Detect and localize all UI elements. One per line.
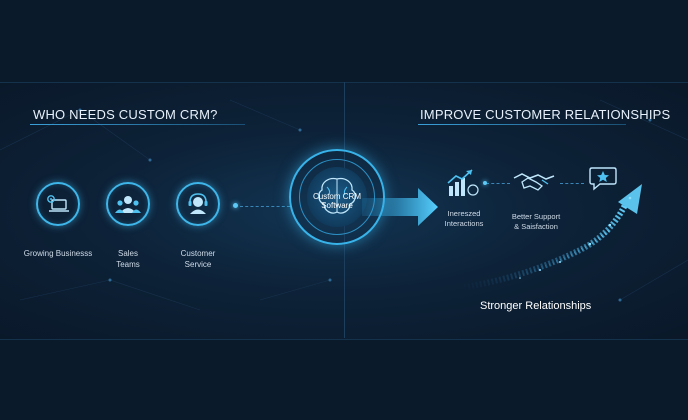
- connector-line: [240, 206, 290, 207]
- outcome-label: Stronger Relationships: [480, 300, 592, 312]
- left-heading: WHO NEEDS CUSTOM CRM?: [33, 107, 218, 122]
- team-icon: [115, 196, 141, 213]
- benefit-connector-1: [486, 183, 510, 184]
- customer-service-node: [176, 182, 220, 226]
- benefit-connector-2: [560, 183, 584, 184]
- hub-outer-ring: [289, 149, 385, 245]
- chat-star-icon: [589, 167, 617, 191]
- growth-arrow: [459, 184, 642, 291]
- growing-business-label: Growing Businesss: [23, 249, 93, 258]
- brain-icon: [318, 177, 356, 214]
- bar-chart-icon: [447, 169, 479, 196]
- headset-icon: [188, 193, 208, 214]
- flow-arrow: [362, 188, 438, 226]
- growing-business-node: [36, 182, 80, 226]
- sales-teams-node: [106, 182, 150, 226]
- sales-teams-label: Sales Teams: [116, 249, 140, 269]
- handshake-icon: [513, 173, 555, 191]
- right-heading-rule: [418, 124, 626, 125]
- benefit-dot-1: [483, 181, 487, 185]
- increased-interactions-label: Inereszed Interactions: [444, 209, 484, 228]
- better-support-label: Better Support & Saisfaction: [511, 212, 561, 231]
- hub-middle-ring: [299, 159, 375, 235]
- customer-service-label: Customer Service: [180, 249, 216, 269]
- bottom-band: [0, 338, 688, 420]
- connector-dot: [233, 203, 238, 208]
- top-band: [0, 0, 688, 82]
- left-heading-rule: [30, 124, 245, 125]
- right-heading: IMPROVE CUSTOMER RELATIONSHIPS: [420, 107, 671, 122]
- hub-label: Custom CRM Software: [312, 192, 361, 210]
- laptop-gear-icon: [47, 195, 69, 212]
